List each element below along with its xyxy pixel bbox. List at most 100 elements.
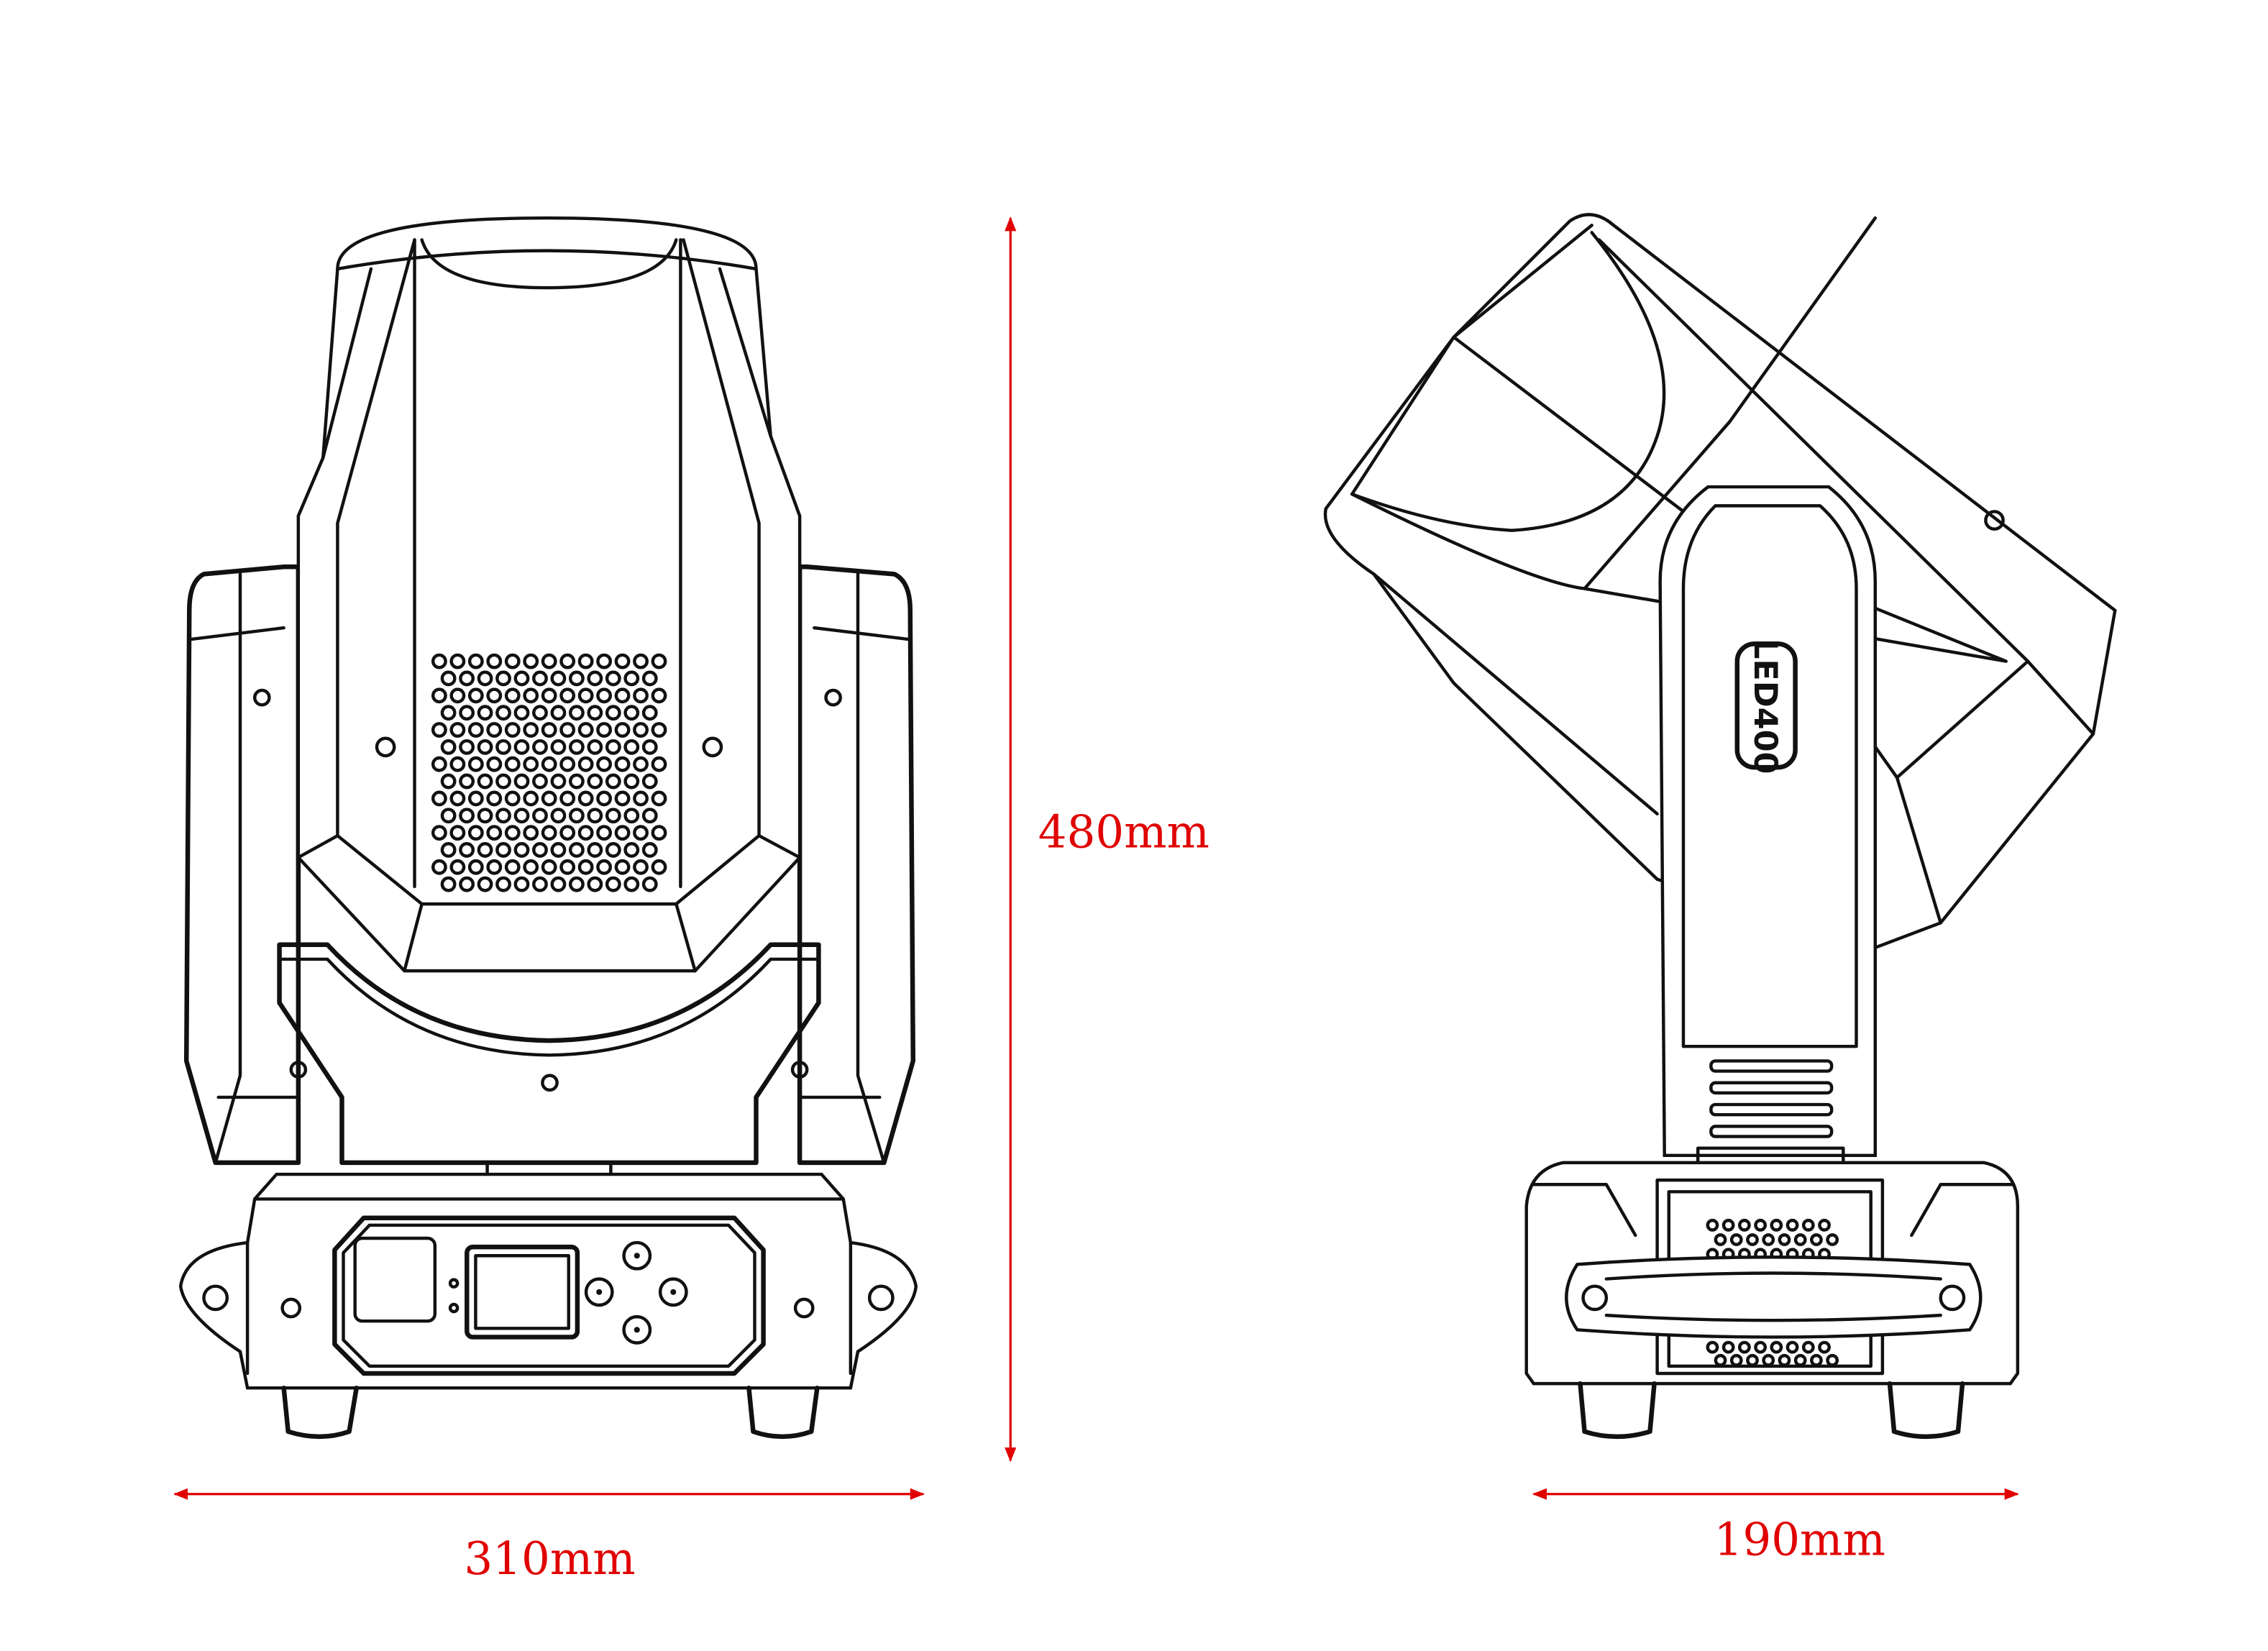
enter-button[interactable]	[658, 1277, 688, 1307]
vent-hole	[504, 790, 521, 807]
vent-hole	[623, 842, 640, 858]
vent-hole	[568, 808, 585, 824]
vent-hole	[568, 842, 585, 858]
lcd-screen	[465, 1244, 580, 1340]
vent-hole	[477, 842, 493, 858]
vent-hole	[1729, 1353, 1743, 1367]
vent-hole	[614, 756, 631, 772]
vent-hole	[532, 705, 548, 721]
vent-hole	[1778, 1353, 1791, 1367]
vent-hole	[577, 687, 594, 704]
vent-hole	[467, 653, 484, 669]
vent-hole	[1818, 1340, 1831, 1354]
vent-hole	[651, 756, 667, 772]
vent-hole	[550, 705, 567, 721]
vent-hole	[477, 773, 493, 790]
led400-badge	[1734, 641, 1798, 770]
vent-hole	[495, 808, 511, 824]
vent-hole	[504, 722, 521, 738]
vent-hole	[1754, 1218, 1767, 1232]
vent-hole	[504, 687, 521, 704]
vent-hole	[513, 842, 530, 858]
vent-hole	[623, 670, 640, 687]
vent-hole	[467, 825, 484, 841]
vent-hole	[541, 722, 557, 738]
vent-hole	[633, 653, 649, 669]
vent-hole	[633, 756, 649, 772]
up-button[interactable]	[622, 1240, 652, 1271]
vent-hole	[486, 859, 503, 875]
vent-hole	[477, 876, 493, 892]
vent-hole	[431, 756, 447, 772]
vent-hole	[486, 756, 503, 772]
vent-hole	[486, 825, 503, 841]
vent-hole	[449, 687, 466, 704]
vent-hole	[641, 808, 658, 824]
vent-hole	[440, 876, 457, 892]
vent-hole	[623, 738, 640, 755]
vent-hole	[568, 705, 585, 721]
vent-hole	[486, 653, 503, 669]
vent-hole	[1746, 1233, 1759, 1246]
vent-hole	[467, 722, 484, 738]
vent-hole	[523, 756, 539, 772]
vent-hole	[449, 722, 466, 738]
front-view	[178, 216, 918, 1440]
vent-hole	[587, 670, 603, 687]
vent-hole	[477, 808, 493, 824]
vent-hole	[495, 738, 511, 755]
down-button[interactable]	[622, 1314, 652, 1345]
vent-hole	[605, 876, 621, 892]
vent-hole	[651, 687, 667, 704]
vent-hole	[614, 722, 631, 738]
vent-hole	[596, 722, 613, 738]
vent-hole	[614, 859, 631, 875]
vent-hole	[1721, 1218, 1735, 1232]
vent-hole	[523, 859, 539, 875]
vent-hole	[641, 738, 658, 755]
vent-hole	[559, 790, 576, 807]
vent-hole	[440, 705, 457, 721]
vent-hole	[550, 808, 567, 824]
vent-hole	[449, 859, 466, 875]
vent-hole	[605, 705, 621, 721]
vent-hole	[623, 773, 640, 790]
vent-hole	[577, 756, 594, 772]
vent-hole	[1737, 1218, 1751, 1232]
vent-hole	[459, 773, 475, 790]
vent-hole	[523, 825, 539, 841]
front-width-label: 310mm	[464, 1532, 635, 1585]
vent-hole	[1706, 1218, 1719, 1232]
yoke	[277, 942, 821, 1166]
left-arm	[183, 564, 301, 1166]
vent-hole	[633, 790, 649, 807]
vent-hole	[641, 705, 658, 721]
vent-hole	[633, 722, 649, 738]
vent-hole	[1721, 1340, 1735, 1354]
vent-hole	[587, 705, 603, 721]
side-depth-label: 190mm	[1714, 1514, 1885, 1566]
vent-hole	[577, 722, 594, 738]
vent-hole	[477, 670, 493, 687]
vent-hole	[605, 670, 621, 687]
vent-hole	[486, 722, 503, 738]
vent-hole	[587, 842, 603, 858]
vent-hole	[541, 825, 557, 841]
vent-hole	[568, 773, 585, 790]
vent-hole	[504, 653, 521, 669]
mode-button[interactable]	[584, 1277, 614, 1307]
vent-hole	[605, 773, 621, 790]
vent-hole	[1729, 1233, 1743, 1246]
height-label: 480mm	[1038, 805, 1210, 858]
vent-hole	[541, 859, 557, 875]
vent-hole	[449, 825, 466, 841]
vent-hole	[467, 756, 484, 772]
vent-hole	[596, 653, 613, 669]
vent-hole	[1785, 1340, 1799, 1354]
vent-hole	[596, 790, 613, 807]
vent-hole	[504, 825, 521, 841]
vent-hole	[577, 653, 594, 669]
vent-hole	[495, 842, 511, 858]
vent-hole	[431, 687, 447, 704]
